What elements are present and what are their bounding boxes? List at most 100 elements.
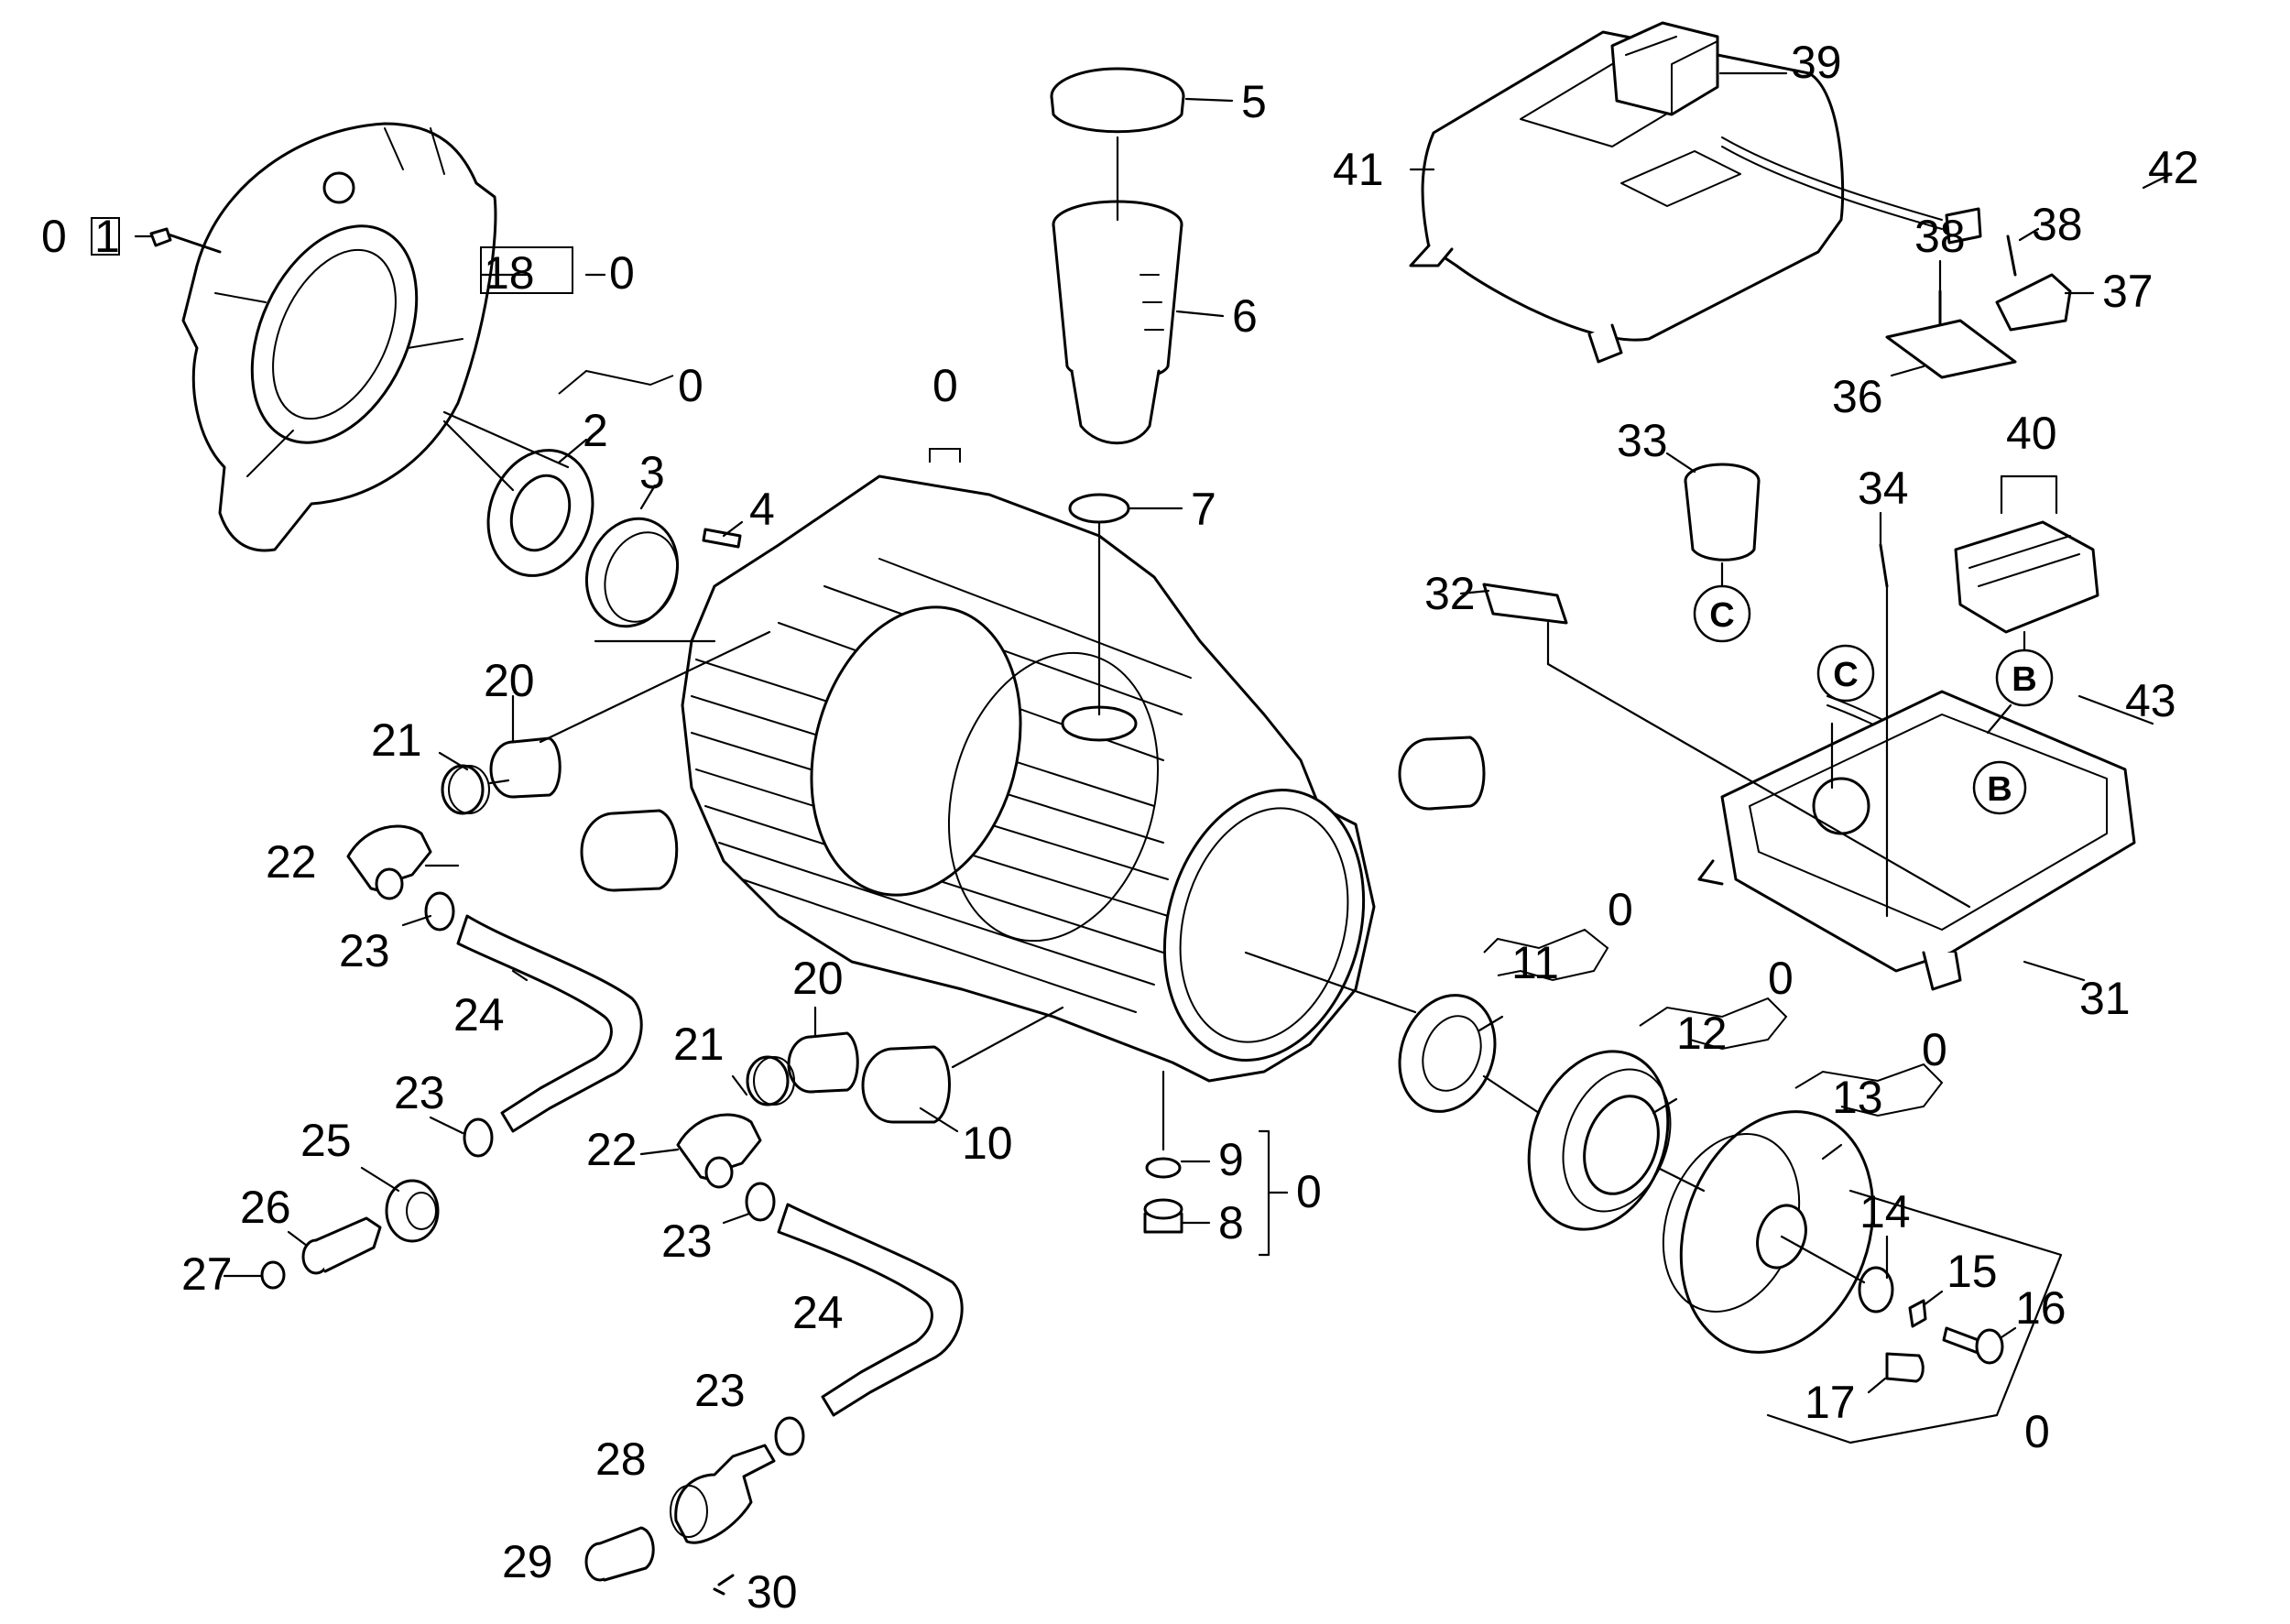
cable-part-42 (1721, 136, 1943, 230)
label-15: 15 (1946, 1246, 1998, 1297)
label-14: 14 (1859, 1186, 1911, 1237)
label-0-g: 0 (1768, 953, 1794, 1004)
bracket-part-36 (1885, 319, 2017, 379)
label-0-h: 0 (1922, 1024, 1947, 1075)
electrical-box-part-31 (1697, 690, 2136, 991)
label-24-a: 24 (453, 989, 505, 1041)
elbow-part-22b (676, 1113, 762, 1189)
contactor-part-39 (1610, 21, 1719, 116)
screw-part-30 (713, 1574, 735, 1596)
label-41: 41 (1333, 144, 1384, 195)
label-34: 34 (1858, 463, 1909, 514)
marker-b-top: B (1995, 649, 2054, 707)
label-20-a: 20 (484, 655, 535, 706)
lock-washer-part-15 (1908, 1299, 1927, 1328)
label-16: 16 (2015, 1282, 2066, 1334)
svg-text:B: B (1987, 770, 2012, 809)
marker-c-top: C (1693, 584, 1751, 643)
label-10: 10 (962, 1117, 1013, 1169)
label-39: 39 (1791, 37, 1842, 88)
label-29: 29 (502, 1536, 553, 1587)
label-0-b: 0 (609, 247, 635, 299)
label-43: 43 (2125, 675, 2176, 726)
spring-part-21b (746, 1055, 795, 1106)
label-37: 37 (2102, 266, 2154, 317)
key-part-17 (1885, 1352, 1925, 1383)
grommet-part-33 (1684, 463, 1761, 561)
key-part-4 (702, 528, 742, 549)
label-0-d: 0 (932, 360, 958, 411)
label-1: 1 (94, 211, 120, 262)
label-3: 3 (639, 447, 665, 498)
label-20-b: 20 (792, 953, 844, 1004)
seal-part-11 (1398, 994, 1497, 1113)
screw-part-1 (149, 227, 222, 254)
label-12: 12 (1676, 1008, 1728, 1059)
o-ring-part-7 (1068, 493, 1130, 524)
motor-flange-part (181, 122, 497, 552)
label-21-b: 21 (673, 1019, 725, 1070)
label-23-b: 23 (661, 1215, 713, 1267)
hose-part-24b (777, 1203, 964, 1417)
elbow-part-22a (346, 824, 432, 900)
svg-text:C: C (1709, 596, 1734, 635)
connector-part-28 (670, 1444, 776, 1544)
connector-plug-42 (1945, 207, 1982, 245)
svg-text:C: C (1833, 656, 1858, 694)
label-4: 4 (749, 484, 775, 535)
label-11: 11 (1511, 937, 1559, 988)
label-23-a: 23 (339, 925, 390, 976)
pump-housing-part (681, 474, 1376, 1083)
marker-c-box: C (1816, 644, 1875, 703)
label-26: 26 (240, 1182, 291, 1233)
plug-part-left (580, 809, 679, 892)
cap-part-5 (1050, 67, 1185, 134)
valve-insert-part-20a (489, 736, 562, 799)
screw-part-38b (2006, 234, 2017, 277)
label-31: 31 (2079, 973, 2131, 1024)
label-5: 5 (1241, 76, 1267, 127)
screw-part-34 (1879, 543, 1889, 588)
label-23-c: 23 (394, 1067, 445, 1118)
hose-part-24a (456, 914, 643, 1133)
label-13: 13 (1832, 1072, 1883, 1123)
part-number-labels: 0 1 18 0 0 2 3 4 0 5 6 7 20 21 22 23 24 … (41, 37, 2199, 1618)
filter-part-29 (584, 1526, 655, 1582)
label-0-c: 0 (678, 360, 703, 411)
label-18: 18 (484, 247, 535, 299)
nipple-part-26 (301, 1216, 382, 1275)
bracket-groups (91, 217, 1944, 1117)
label-0-e: 0 (1296, 1166, 1322, 1217)
label-22-b: 22 (586, 1124, 638, 1175)
label-21-a: 21 (371, 714, 422, 766)
o-ring-part-9 (1145, 1157, 1182, 1179)
label-22-a: 22 (266, 836, 317, 888)
label-42: 42 (2148, 142, 2199, 193)
label-30: 30 (747, 1566, 798, 1618)
valve-insert-part-20b (787, 1031, 859, 1094)
label-25: 25 (300, 1115, 352, 1166)
label-36: 36 (1832, 371, 1883, 422)
plug-part-right (1398, 736, 1486, 811)
terminal-block-part-40 (1954, 520, 2099, 634)
clamp-part-23d (774, 1416, 805, 1456)
bearing-part-12 (1527, 1050, 1672, 1231)
nut-part-25 (385, 1179, 440, 1243)
oil-reservoir-part-6 (1052, 200, 1183, 445)
clip-part-37 (1995, 273, 2072, 332)
clamp-part-23c (463, 1117, 494, 1158)
spring-part-21a (441, 764, 490, 815)
label-33: 33 (1617, 415, 1668, 466)
label-32: 32 (1424, 568, 1476, 619)
ring-part-3 (584, 517, 680, 628)
label-38-a: 38 (1914, 211, 1966, 262)
o-ring-part-27 (260, 1260, 286, 1290)
label-0-i: 0 (2024, 1406, 2050, 1457)
label-2: 2 (583, 405, 608, 456)
label-8: 8 (1218, 1197, 1244, 1248)
svg-text:B: B (2012, 660, 2036, 699)
plug-part-8 (1143, 1198, 1183, 1234)
electrical-cover-part-41 (1409, 30, 1845, 364)
clamp-part-23b (745, 1182, 776, 1222)
